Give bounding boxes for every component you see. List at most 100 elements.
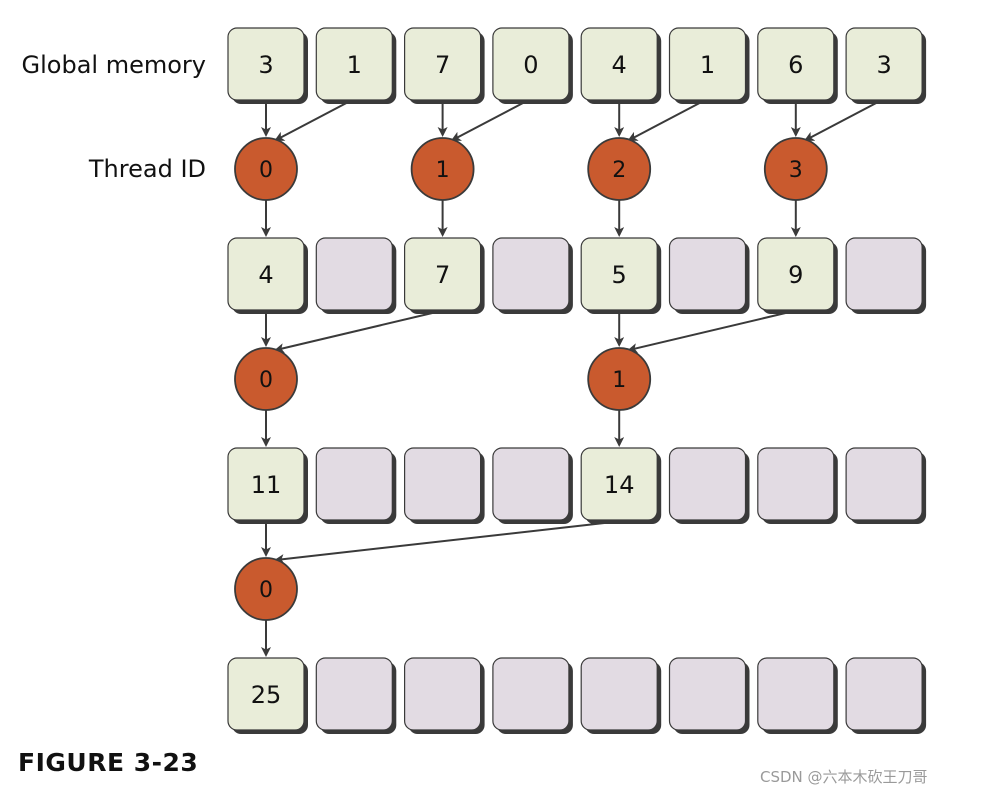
- memory-cell-value: 3: [258, 51, 273, 79]
- memory-cell: [845, 237, 927, 314]
- memory-cell-box: [227, 237, 305, 311]
- memory-cell: [492, 237, 573, 314]
- memory-cell: 7: [404, 27, 485, 104]
- memory-cell-box: [404, 27, 482, 101]
- thread-node: 0: [234, 137, 298, 201]
- memory-cell: [492, 657, 573, 734]
- memory-cell-box: [757, 657, 835, 731]
- thread-id-value: 1: [612, 368, 626, 393]
- memory-cell-box: [845, 447, 923, 521]
- memory-cell: [492, 447, 573, 524]
- memory-cell-box: [580, 657, 658, 731]
- memory-cell-box: [580, 237, 658, 311]
- thread-id-value: 0: [259, 578, 273, 603]
- memory-cell-box: [668, 447, 747, 521]
- thread-node: 0: [234, 557, 298, 621]
- thread-node: 1: [410, 137, 475, 201]
- memory-cell-value: 6: [788, 51, 803, 79]
- memory-cell-box: [404, 237, 482, 311]
- global-memory-label: Global memory: [22, 51, 206, 79]
- memory-cell: 7: [404, 237, 485, 314]
- memory-cell: 4: [227, 237, 308, 314]
- thread-circle: [234, 137, 298, 201]
- memory-cell: [845, 447, 927, 524]
- memory-cell-value: 25: [251, 681, 282, 709]
- figure-caption: FIGURE 3-23: [18, 748, 199, 777]
- memory-cell: [668, 237, 750, 314]
- memory-cell-box: [757, 447, 835, 521]
- memory-cell: [404, 657, 485, 734]
- thread-circle: [410, 137, 475, 201]
- memory-cell-value: 14: [604, 471, 635, 499]
- memory-cell: [668, 657, 750, 734]
- memory-cell: [315, 657, 397, 734]
- memory-cell-box: [227, 657, 305, 731]
- memory-cell: 1: [315, 27, 397, 104]
- memory-cell: [668, 447, 750, 524]
- memory-cell-value: 1: [347, 51, 362, 79]
- input-arrow: [804, 101, 879, 141]
- input-arrow: [627, 311, 791, 354]
- memory-cell: [315, 447, 397, 524]
- memory-cell: [315, 237, 397, 314]
- memory-cell-box: [315, 237, 393, 311]
- thread-id-value: 0: [259, 368, 273, 393]
- memory-cell-value: 1: [700, 51, 715, 79]
- memory-cell-value: 5: [612, 261, 627, 289]
- memory-cell-box: [227, 447, 305, 521]
- memory-cell-value: 4: [258, 261, 273, 289]
- memory-cell: [845, 657, 927, 734]
- memory-cell-box: [404, 447, 482, 521]
- thread-id-label: Thread ID: [88, 155, 206, 183]
- memory-cell-box: [315, 657, 393, 731]
- memory-cell: [757, 657, 838, 734]
- memory-cell-box: [757, 27, 835, 101]
- memory-cell: 14: [580, 447, 662, 524]
- memory-cell-value: 11: [251, 471, 282, 499]
- memory-cell-box: [315, 27, 393, 101]
- memory-cell: 5: [580, 237, 662, 314]
- memory-cell-box: [227, 27, 305, 101]
- memory-cell-box: [668, 27, 747, 101]
- memory-cell: [404, 447, 485, 524]
- memory-cell: 9: [757, 237, 838, 314]
- memory-cell-value: 9: [788, 261, 803, 289]
- watermark: CSDN @六本木砍王刀哥: [760, 768, 928, 786]
- thread-circle: [234, 347, 298, 411]
- memory-cell: 11: [227, 447, 308, 524]
- memory-cell-box: [492, 27, 570, 101]
- memory-cell-box: [404, 657, 482, 731]
- input-arrow: [274, 311, 437, 354]
- memory-cell-value: 3: [876, 51, 891, 79]
- input-arrow: [274, 521, 614, 565]
- memory-cell: 1: [668, 27, 750, 104]
- memory-cell: [580, 657, 662, 734]
- memory-cell-box: [668, 657, 747, 731]
- thread-circle: [587, 137, 652, 201]
- memory-cell: 0: [492, 27, 573, 104]
- thread-node: 2: [587, 137, 652, 201]
- memory-cell-value: 4: [612, 51, 627, 79]
- memory-cell-box: [492, 447, 570, 521]
- memory-cell: [757, 447, 838, 524]
- memory-cell-box: [668, 237, 747, 311]
- memory-cell: 6: [757, 27, 838, 104]
- memory-cell-box: [492, 657, 570, 731]
- memory-cell: 3: [845, 27, 927, 104]
- memory-cell: 25: [227, 657, 308, 734]
- memory-cell-box: [580, 27, 658, 101]
- memory-cell-value: 0: [523, 51, 538, 79]
- thread-id-value: 1: [436, 158, 450, 183]
- memory-cell-box: [845, 657, 923, 731]
- thread-node: 1: [587, 347, 652, 411]
- memory-cell-box: [315, 447, 393, 521]
- memory-cell-value: 7: [435, 261, 450, 289]
- input-arrow: [450, 101, 526, 141]
- memory-cell: 4: [580, 27, 662, 104]
- memory-cell-box: [845, 27, 923, 101]
- arrows-layer: [261, 101, 879, 657]
- thread-node: 0: [234, 347, 298, 411]
